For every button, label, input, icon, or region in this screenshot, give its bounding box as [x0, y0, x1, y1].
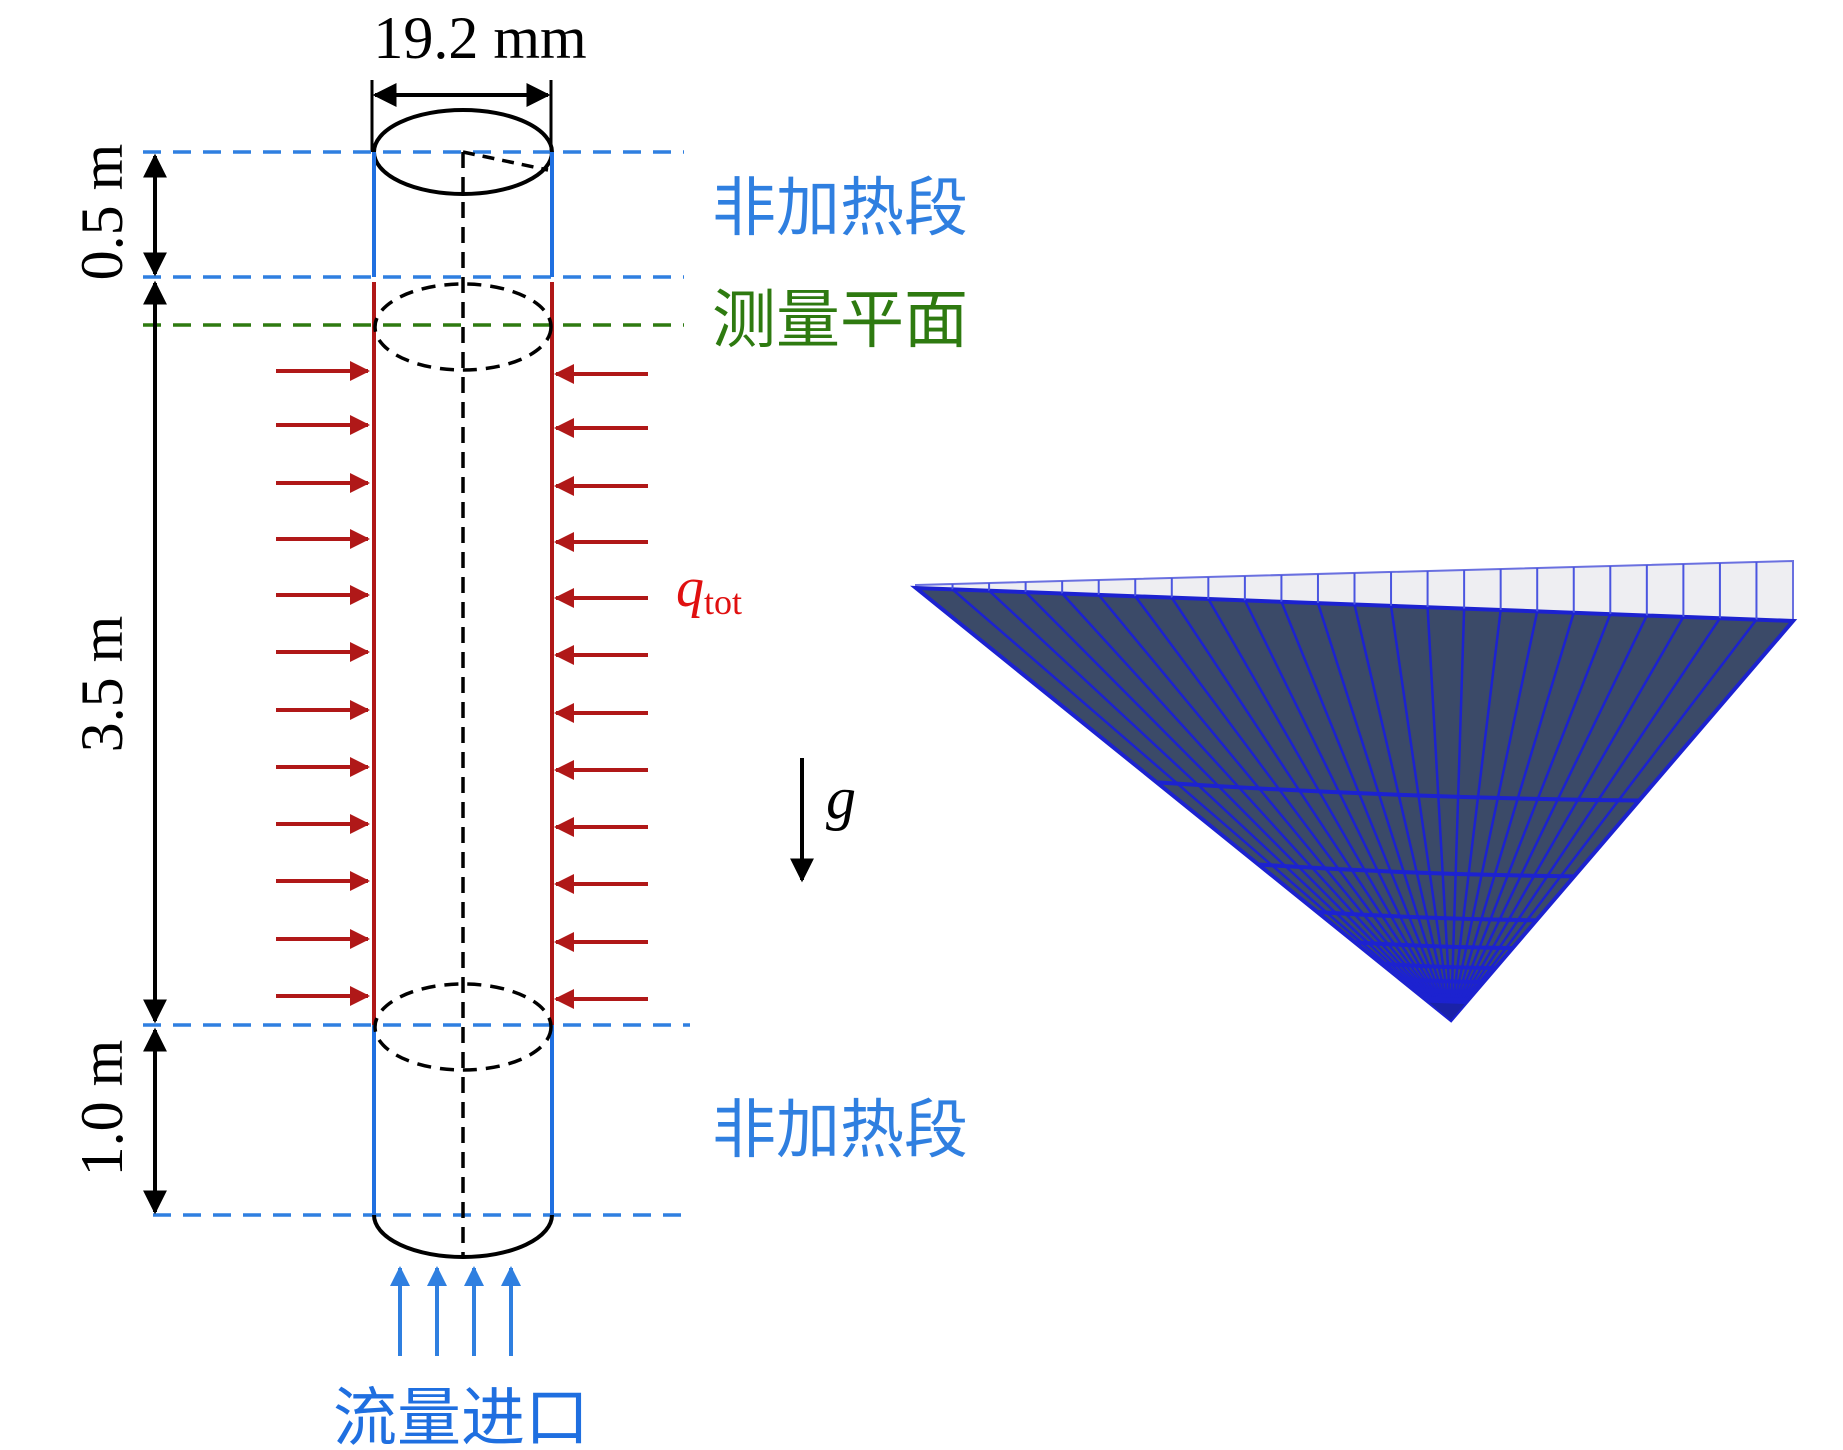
- mesh-apex: [1429, 1002, 1465, 1020]
- mesh-ring-line: [1381, 961, 1496, 971]
- mesh-radial-line: [1426, 607, 1453, 1021]
- gravity-indicator: g: [790, 758, 856, 883]
- tube-bottom-arc: [372, 1214, 554, 1259]
- label-unheated-top: 非加热段: [712, 172, 968, 246]
- mesh-radial-line: [1316, 602, 1453, 1021]
- mesh-radial-line: [1449, 612, 1575, 1021]
- measurement-ellipse: [373, 282, 553, 372]
- flow-inlet: 流量进口: [333, 1266, 589, 1450]
- heat-flux-arrows: [276, 361, 648, 1009]
- mesh-radial-line: [1449, 614, 1648, 1021]
- diameter-label: 19.2 mm: [373, 5, 586, 71]
- mesh-radial-line: [1243, 599, 1453, 1021]
- mesh-radial-line: [1353, 604, 1453, 1021]
- mesh-radial-line: [1170, 596, 1453, 1021]
- mesh-radial-line: [1449, 611, 1539, 1021]
- tube: [372, 108, 554, 1259]
- mesh-radial-line: [1207, 598, 1453, 1021]
- mesh-radial-line: [1449, 617, 1721, 1021]
- mesh-ring-line: [1258, 862, 1575, 879]
- heat-flux-label: qtot: [676, 557, 742, 622]
- mesh-radial-line: [1449, 609, 1502, 1021]
- mesh-ring-line: [1354, 940, 1513, 951]
- mesh-radial-line: [1449, 616, 1685, 1021]
- mesh-radial-line: [951, 588, 1452, 1021]
- gravity-label: g: [826, 765, 856, 831]
- mesh-radial-line: [1389, 605, 1453, 1021]
- mesh-radial-line: [1449, 613, 1612, 1021]
- mesh-radial-line: [1134, 595, 1453, 1021]
- height-label-bottom: 1.0 m: [69, 1040, 135, 1177]
- label-flow-inlet: 流量进口: [333, 1382, 589, 1450]
- heat-flux-subscript: tot: [704, 582, 742, 622]
- section-boundaries: [143, 150, 690, 1217]
- heat-flux-symbol: q: [676, 557, 704, 619]
- computational-mesh: [910, 559, 1798, 1023]
- mesh-ring-line: [1400, 976, 1484, 985]
- mesh-radial-line: [1450, 618, 1758, 1021]
- radius-line: [462, 150, 549, 172]
- mesh-ring-line: [1317, 910, 1537, 923]
- mesh-radial-line: [1061, 592, 1452, 1021]
- mesh-ring-line: [1424, 996, 1469, 1003]
- mesh-ring-line: [1156, 780, 1640, 803]
- mesh-radial-line: [1280, 601, 1453, 1021]
- label-measurement-plane: 测量平面: [712, 284, 968, 358]
- mesh-radial-line: [1024, 591, 1452, 1021]
- heated-end-ellipse: [373, 982, 553, 1072]
- mesh-radial-line: [1449, 608, 1466, 1021]
- label-unheated-bottom: 非加热段: [712, 1094, 968, 1168]
- height-label-middle: 3.5 m: [69, 616, 135, 753]
- mesh-radial-line: [988, 589, 1452, 1021]
- mesh-ring-line: [1413, 987, 1475, 995]
- height-dimensions: 0.5 m 3.5 m 1.0 m: [69, 144, 167, 1215]
- height-label-top: 0.5 m: [69, 144, 135, 281]
- mesh-radial-line: [1097, 594, 1452, 1021]
- diameter-dimension: 19.2 mm: [370, 5, 587, 152]
